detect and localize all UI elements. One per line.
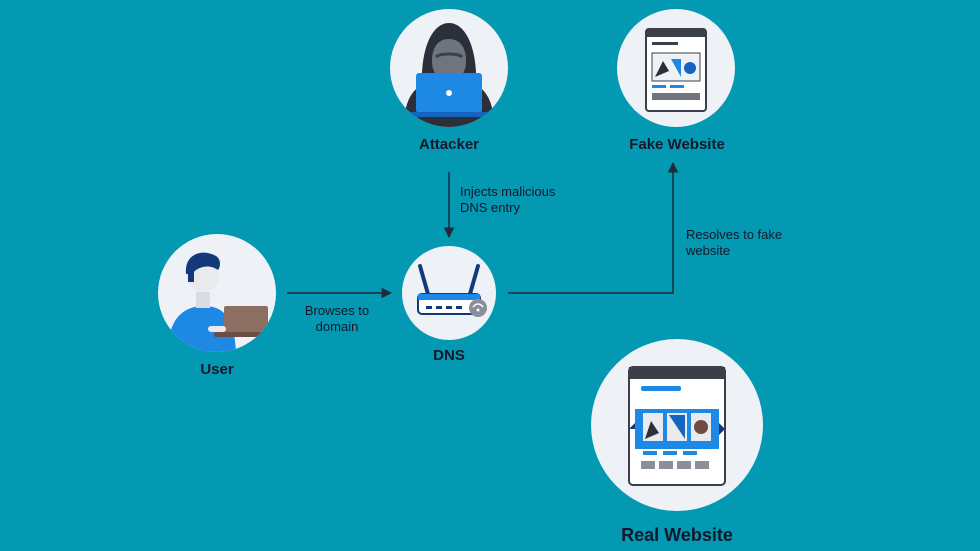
router-icon bbox=[417, 264, 487, 317]
user-node bbox=[158, 234, 276, 352]
fake-website-label: Fake Website bbox=[629, 136, 725, 153]
browser-page-icon bbox=[628, 366, 726, 486]
edge-label-attacker-to-dns: Injects malicious DNS entry bbox=[460, 184, 556, 215]
hooded-hacker-laptop-icon bbox=[404, 23, 494, 127]
attacker-node bbox=[390, 9, 508, 127]
real-website-node bbox=[591, 339, 763, 511]
real-website-label: Real Website bbox=[621, 525, 733, 545]
user-label: User bbox=[200, 361, 234, 378]
edge-label-dns-to-fake-website: Resolves to fake website bbox=[686, 227, 783, 258]
attacker-label: Attacker bbox=[418, 136, 480, 153]
arrow-dns-to-fake-website bbox=[508, 161, 679, 294]
dns-node bbox=[402, 246, 496, 340]
browser-page-icon bbox=[645, 28, 707, 112]
person-laptop-icon bbox=[168, 252, 272, 352]
dns-label: DNS bbox=[433, 347, 465, 364]
fake-website-node bbox=[617, 9, 735, 127]
edge-label-user-to-dns: Browses to domain bbox=[304, 303, 370, 334]
